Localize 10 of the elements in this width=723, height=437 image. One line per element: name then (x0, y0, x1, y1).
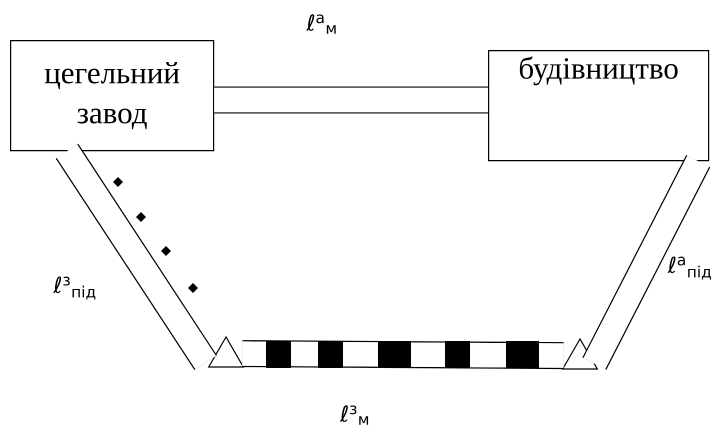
edge-label: ℓ$^{з}$під (51, 274, 99, 302)
process-box: цегельний завод (10, 40, 214, 152)
edge-label: ℓ$^{а}$під (666, 254, 714, 282)
road-band (582, 155, 710, 370)
process-box: будівництво (488, 50, 710, 162)
road-band (56, 144, 217, 370)
road-band (242, 340, 564, 370)
edge-label: ℓ$^{з}$м (338, 403, 372, 427)
road-band (214, 86, 488, 114)
edge-label: ℓ$^{а}$м (304, 12, 340, 36)
